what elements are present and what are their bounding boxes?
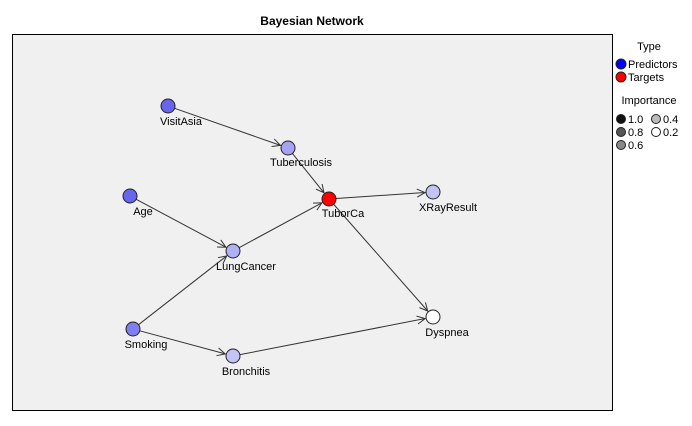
chart-title: Bayesian Network: [260, 14, 364, 28]
legend-importance-value: 0.6: [628, 140, 643, 152]
node-visitasia[interactable]: [160, 98, 176, 114]
network-panel: [12, 34, 613, 411]
legend-importance-swatch-5: [651, 127, 661, 137]
legend-targets-swatch: [615, 71, 627, 83]
edge-smoking-to-lungcancer: [138, 256, 227, 326]
edge-visitasia-to-tuberculosis: [174, 107, 281, 145]
legend-importance-swatch-4: [651, 114, 661, 124]
node-age[interactable]: [122, 188, 138, 204]
legend-importance-value: 1.0: [628, 114, 643, 126]
legend-importance-swatch-2: [616, 127, 626, 137]
node-bronchitis[interactable]: [225, 348, 241, 364]
node-dyspnea[interactable]: [425, 309, 441, 325]
node-label-smoking: Smoking: [125, 339, 168, 351]
legend-importance-swatch-1: [616, 114, 626, 124]
legend-targets-label: Targets: [628, 72, 665, 84]
legend-predictors-label: Predictors: [628, 59, 678, 71]
node-label-age: Age: [133, 206, 153, 218]
node-label-xrayresult: XRayResult: [419, 202, 477, 214]
legend: Type Predictors Targets Importance 1.0 0…: [615, 41, 678, 152]
edge-lungcancer-to-tuborca: [238, 203, 322, 249]
node-label-visitasia: VisitAsia: [160, 116, 203, 128]
edges-layer: [135, 107, 428, 356]
legend-predictors-swatch: [615, 58, 627, 70]
node-label-lungcancer: LungCancer: [216, 261, 276, 273]
legend-type-title: Type: [637, 41, 661, 53]
node-label-dyspnea: Dyspnea: [425, 327, 469, 339]
node-xrayresult[interactable]: [425, 184, 441, 200]
node-lungcancer[interactable]: [225, 243, 241, 259]
node-label-bronchitis: Bronchitis: [222, 366, 271, 378]
legend-importance-value: 0.4: [663, 114, 678, 126]
legend-importance-swatch-3: [616, 140, 626, 150]
node-label-tuborca: TuborCa: [322, 208, 365, 220]
legend-importance-title: Importance: [621, 95, 676, 107]
node-tuborca[interactable]: [321, 191, 337, 207]
edge-bronchitis-to-dyspnea: [239, 319, 425, 356]
edge-smoking-to-bronchitis: [139, 330, 226, 354]
edge-tuberculosis-to-tuborca: [291, 153, 324, 192]
edge-tuborca-to-dyspnea: [333, 203, 428, 311]
legend-importance-value: 0.8: [628, 127, 643, 139]
node-smoking[interactable]: [125, 321, 141, 337]
node-tuberculosis[interactable]: [280, 140, 296, 156]
edge-age-to-lungcancer: [135, 198, 226, 247]
node-label-tuberculosis: Tuberculosis: [270, 157, 332, 169]
edge-tuborca-to-xrayresult: [335, 193, 425, 200]
legend-importance-value: 0.2: [663, 127, 678, 139]
